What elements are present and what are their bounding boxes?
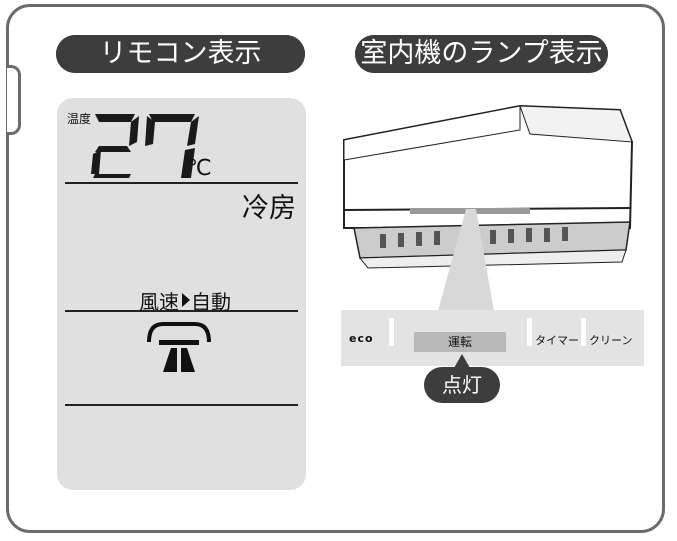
pointer-icon	[454, 354, 470, 368]
separator	[581, 318, 586, 346]
timer-label: タイマー	[535, 334, 579, 347]
indoor-unit-illustration	[343, 104, 634, 269]
divider	[65, 404, 298, 406]
lamp-state-badge: 点灯	[424, 367, 500, 403]
run-lamp: 運転	[414, 332, 506, 352]
left-heading: リモコン表示	[56, 35, 305, 73]
highlight-beam	[438, 209, 494, 311]
divider	[65, 182, 298, 184]
right-heading: 室内機のランプ表示	[355, 35, 608, 73]
divider	[65, 310, 298, 312]
indicator-panel: eco 運転 タイマー クリーン	[341, 310, 644, 366]
eco-label: eco	[349, 332, 374, 345]
arrow-right-icon	[182, 293, 190, 307]
side-tab	[7, 65, 21, 135]
remote-display: 温度 ℃ 冷房 風速 自動	[57, 98, 306, 490]
temp-unit: ℃	[187, 156, 212, 181]
temp-label: 温度	[67, 112, 92, 126]
temp-segment-digits	[91, 114, 199, 178]
separator	[527, 318, 532, 346]
mode-label: 冷房	[242, 193, 296, 224]
clean-label: クリーン	[589, 334, 633, 347]
separator	[389, 318, 394, 346]
airflow-icon	[147, 322, 211, 372]
